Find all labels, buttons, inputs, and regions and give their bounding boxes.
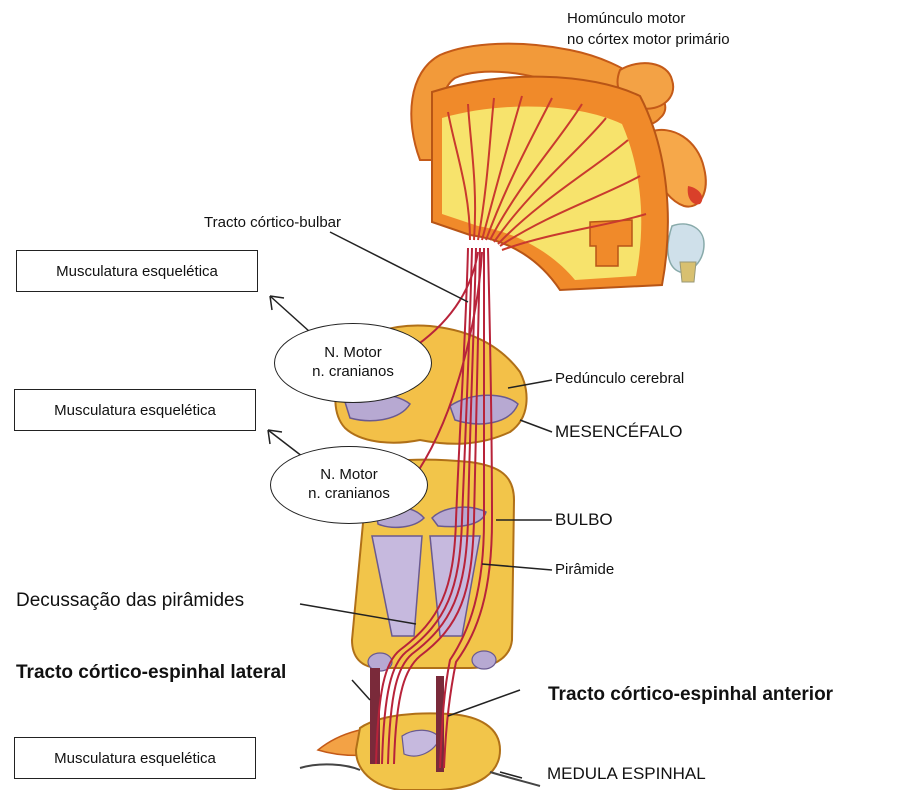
peduncle-label: Pedúnculo cerebral [555, 370, 684, 387]
leader-anterior-tract [448, 690, 520, 716]
leader-corticobulbar [330, 232, 468, 302]
skeletal-muscle-box-1: Musculatura esquelética [16, 250, 258, 292]
medulla-label: BULBO [555, 510, 613, 530]
homunculus-label-line2: no córtex motor primário [567, 31, 730, 48]
lateral-tract-label: Tracto córtico-espinhal lateral [16, 662, 286, 684]
corticobulbar-label: Tracto córtico-bulbar [204, 214, 341, 231]
anterior-tract-label: Tracto córtico-espinhal anterior [548, 684, 833, 706]
skeletal-muscle-box-2: Musculatura esquelética [14, 389, 256, 431]
nucleus-upper-line2: n. cranianos [312, 363, 394, 382]
homunculus-label-line1: Homúnculo motor [567, 10, 685, 27]
leader-lateral-tract [352, 680, 370, 700]
nucleus-upper-line1: N. Motor [324, 344, 382, 363]
nucleus-lower-line2: n. cranianos [308, 485, 390, 504]
spinal-cord-section [300, 668, 540, 790]
spinal-cord-label: MEDULA ESPINHAL [547, 764, 706, 784]
midbrain-label: MESENCÉFALO [555, 422, 683, 442]
leader-midbrain [520, 420, 552, 432]
skeletal-muscle-box-3: Musculatura esquelética [14, 737, 256, 779]
cranial-motor-nucleus-upper: N. Motor n. cranianos [274, 323, 432, 403]
nucleus-lower-line1: N. Motor [320, 466, 378, 485]
pyramid-label: Pirâmide [555, 561, 614, 578]
cranial-motor-nucleus-lower: N. Motor n. cranianos [270, 446, 428, 524]
decussation-label: Decussação das pirâmides [16, 590, 244, 612]
cortex-section [411, 44, 705, 290]
